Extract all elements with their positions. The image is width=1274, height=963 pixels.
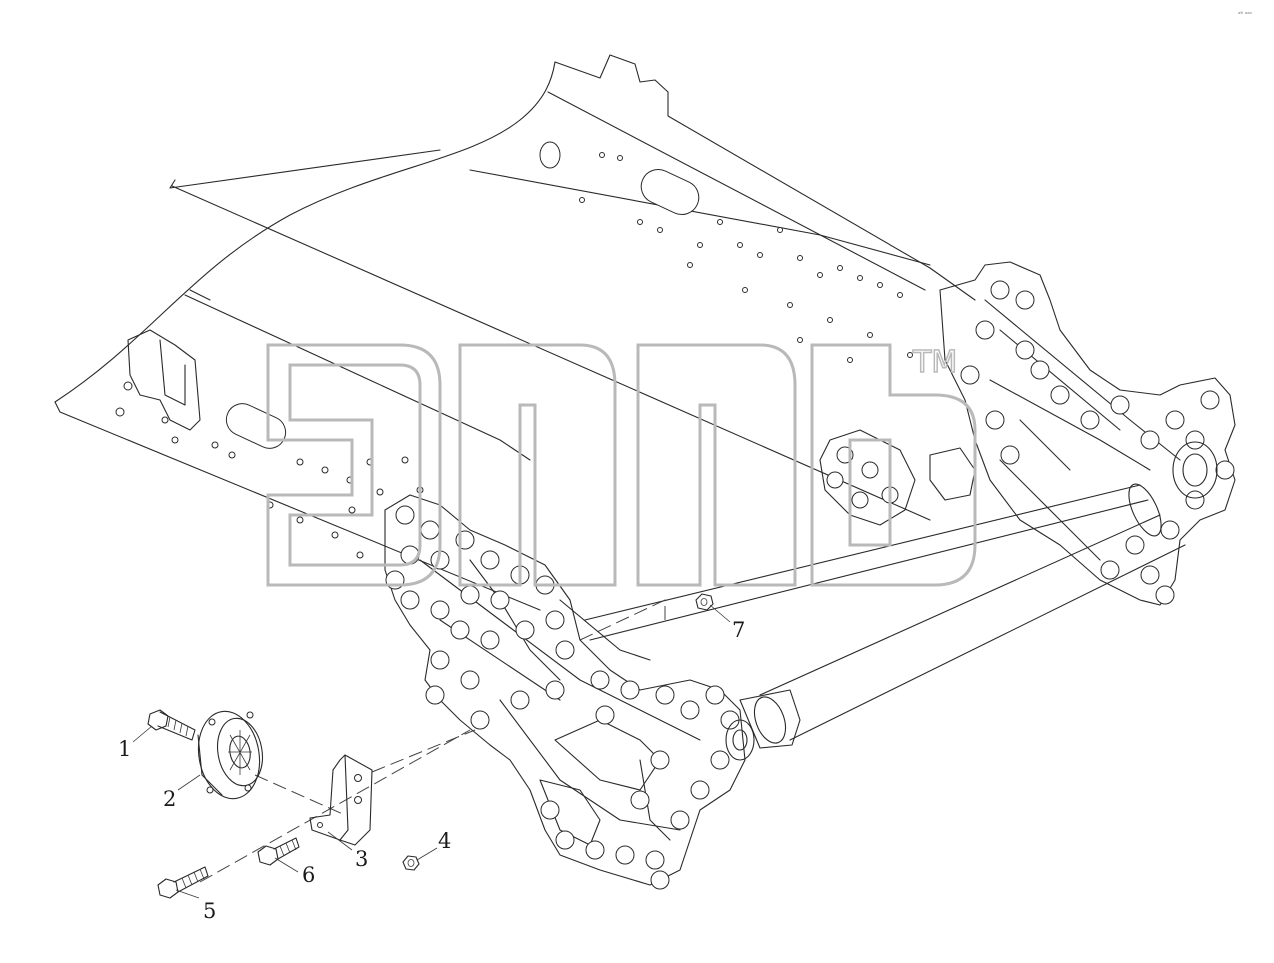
callout-6: 6 bbox=[302, 863, 315, 887]
callout-3: 3 bbox=[355, 847, 368, 871]
callout-2: 2 bbox=[163, 787, 176, 811]
leader-6 bbox=[274, 857, 299, 873]
cross-tube bbox=[579, 483, 1186, 749]
watermark-logo: TM bbox=[266, 343, 977, 587]
leader-7 bbox=[709, 604, 731, 623]
assembly-lines bbox=[199, 729, 476, 883]
part-7-nut bbox=[695, 593, 714, 611]
part-1-flange-bolt bbox=[147, 709, 196, 741]
casting-bosses bbox=[385, 505, 740, 890]
rail-holes bbox=[539, 141, 913, 363]
callout-1: 1 bbox=[118, 737, 131, 761]
leader-2 bbox=[177, 774, 201, 791]
leader-3 bbox=[327, 831, 353, 851]
callouts: 1 2 3 4 5 6 7 bbox=[118, 604, 745, 923]
part-5-long-bolt bbox=[157, 866, 209, 899]
lower-rail-holes bbox=[115, 381, 424, 559]
leader-5 bbox=[175, 889, 200, 899]
front-left-bracket bbox=[384, 494, 755, 890]
leader-4 bbox=[416, 847, 438, 861]
part-3-bracket bbox=[309, 754, 373, 846]
bracket-bosses bbox=[960, 280, 1235, 605]
leader-1 bbox=[132, 725, 153, 743]
rail-mount-bracket bbox=[819, 429, 976, 526]
frame-rails bbox=[54, 54, 976, 611]
corner-mark: ᵃᴮ ᵃᵃᵃ bbox=[1238, 11, 1252, 18]
part-2-cover-plate bbox=[197, 710, 264, 800]
part-4-nut bbox=[402, 855, 420, 871]
trademark-mark: TM bbox=[912, 345, 957, 380]
part-6-short-bolt bbox=[257, 837, 300, 866]
callout-5: 5 bbox=[203, 899, 216, 923]
callout-4: 4 bbox=[438, 829, 451, 853]
rear-right-bracket bbox=[939, 261, 1236, 606]
callout-7: 7 bbox=[732, 618, 745, 642]
